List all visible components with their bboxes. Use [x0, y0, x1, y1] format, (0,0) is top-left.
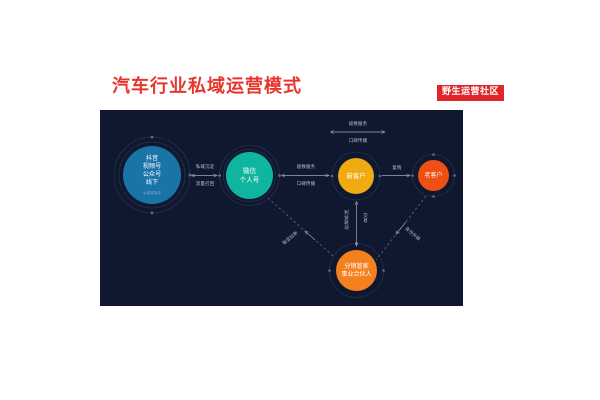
edge-label-source-wechat-top: 私域沉淀 [195, 165, 215, 170]
node-traffic-sources-line-3: 公众号 [142, 171, 162, 178]
node-traffic-sources-line-4: 线下 [145, 178, 159, 186]
edge-label-wechat-new-top: 极致服务 [296, 165, 316, 170]
node-returning-customer-label: 老客户 [424, 171, 443, 179]
edge-label-new-partner-left: 利益驱动 [343, 210, 349, 230]
edge-label-new-old: 复购 [392, 166, 402, 171]
node-new-customer[interactable]: 新客户 [338, 158, 374, 194]
brand-logo-badge: 野生运营社区 [437, 85, 505, 101]
page-title: 汽车行业私域运营模式 [112, 76, 302, 97]
node-traffic-sources-line-1: 抖音 [145, 155, 159, 163]
node-wechat-personal[interactable]: 微信 个人号 [226, 152, 273, 199]
edge-label-top-arc-top: 极致服务 [348, 122, 368, 127]
edge-label-top-arc-bottom: 口碑传播 [348, 139, 368, 144]
connector-old-partner [375, 195, 427, 261]
diagram-panel: 抖音 视频号 公众号 线下 公域流量池 微信 个人号 新客户 老客户 分销管家 … [100, 110, 463, 306]
node-wechat-personal-line-2: 个人号 [239, 175, 260, 184]
node-returning-customer[interactable]: 老客户 [418, 160, 449, 191]
node-distribution-partner-line-2: 事业合伙人 [341, 270, 372, 278]
node-new-customer-label: 新客户 [346, 171, 366, 180]
diagram-connectors [113, 110, 456, 298]
edge-label-wechat-new-bottom: 口碑传播 [296, 182, 316, 187]
node-traffic-sources[interactable]: 抖音 视频号 公众号 线下 公域流量池 [123, 146, 181, 204]
page-header: 汽车行业私域运营模式 野生运营社区 [0, 0, 600, 110]
edge-label-new-partner-right: 交易 [362, 213, 368, 223]
node-traffic-sources-subtitle: 公域流量池 [143, 190, 161, 195]
edge-label-source-wechat-bottom: 流量召回 [195, 182, 215, 187]
node-distribution-partner[interactable]: 分销管家 事业合伙人 [336, 250, 377, 291]
node-traffic-sources-line-2: 视频号 [142, 163, 162, 171]
node-wechat-personal-line-1: 微信 [242, 167, 257, 176]
orbit-dots [150, 135, 456, 272]
node-distribution-partner-line-1: 分销管家 [344, 262, 369, 270]
connector-partner-wechat [267, 197, 334, 257]
